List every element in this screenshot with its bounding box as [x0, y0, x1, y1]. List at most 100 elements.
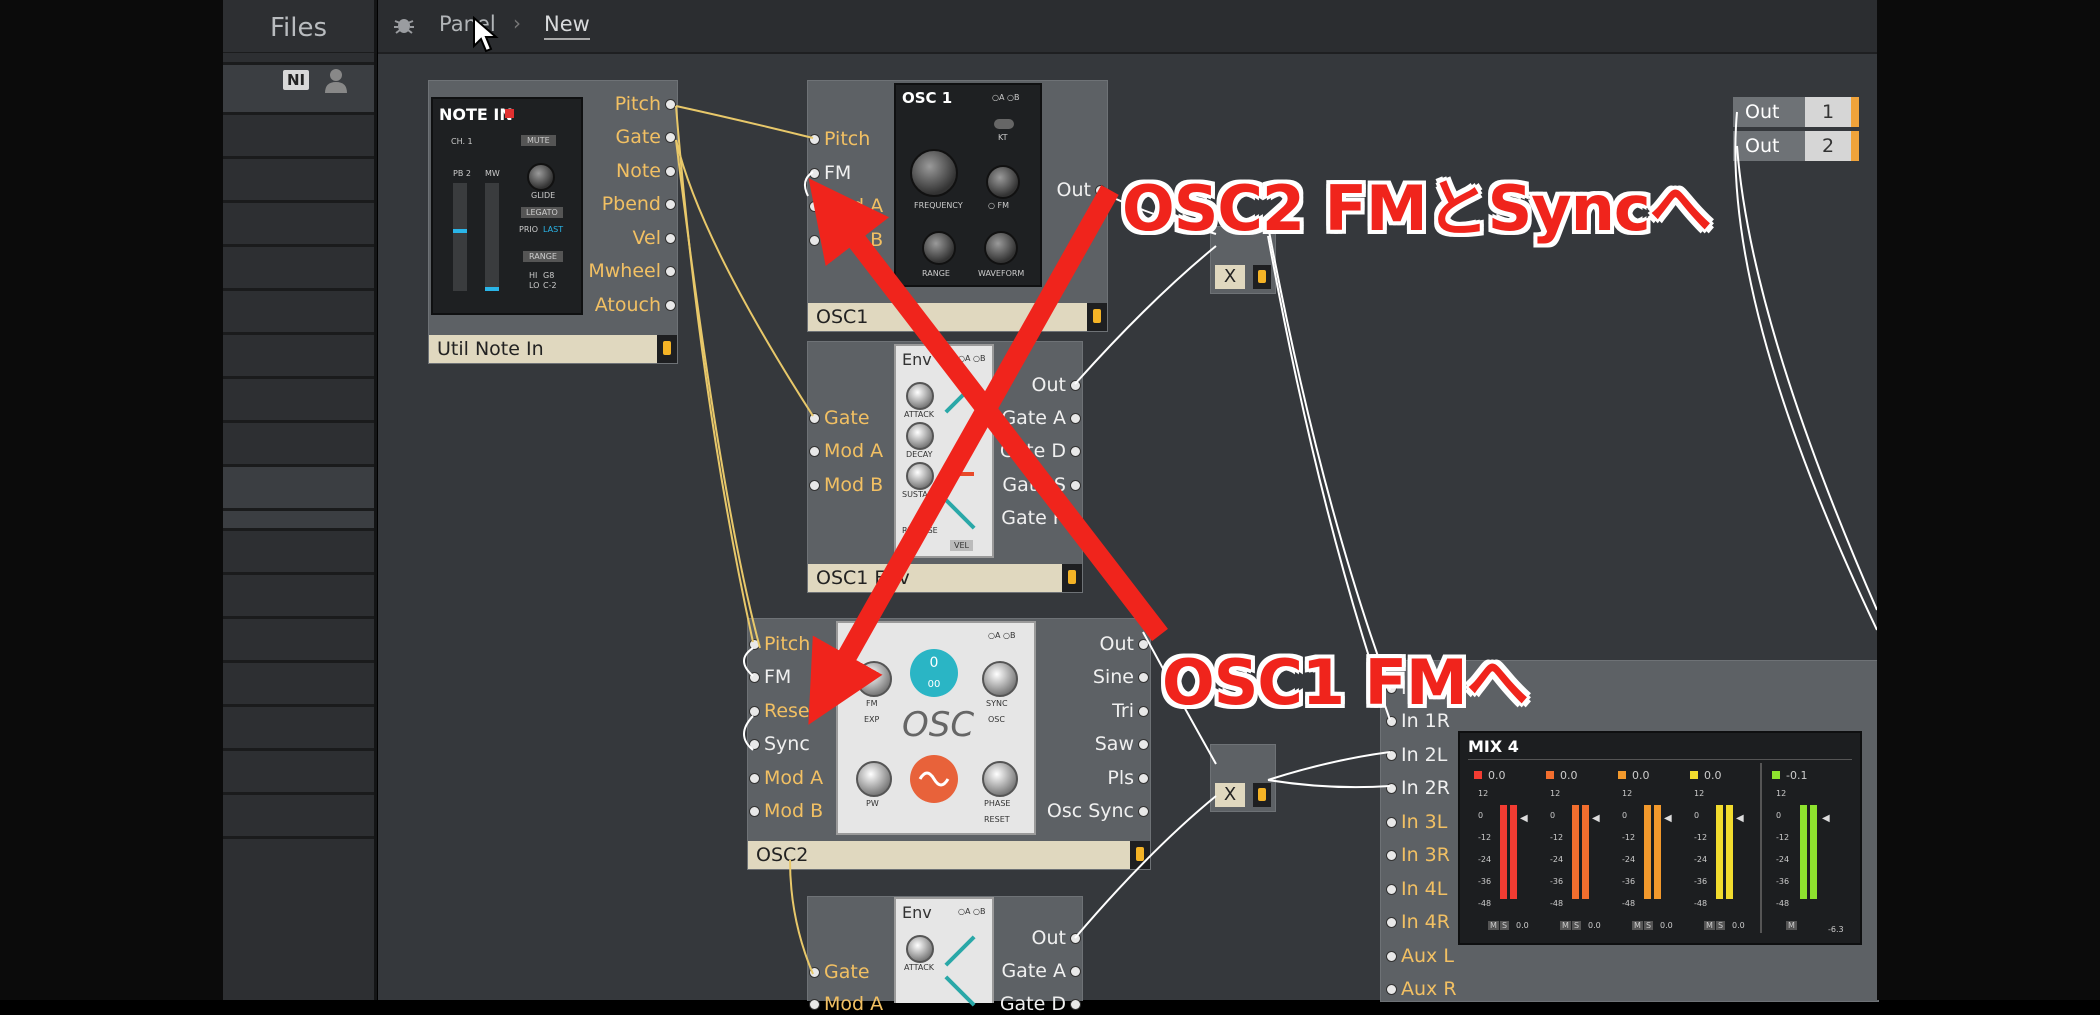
port-in-4l[interactable]: In 4L	[1386, 878, 1447, 900]
mixer-module[interactable]: In 1L In 1R In 2L In 2R In 3L In 3R In 4…	[1380, 660, 1879, 1002]
port-aux-l[interactable]: Aux L	[1386, 945, 1454, 967]
port-sync-in[interactable]: Sync	[749, 733, 810, 755]
fader-handle[interactable]: ◀	[1664, 813, 1672, 824]
solo-button[interactable]: S	[1716, 921, 1726, 930]
module-menu-tab[interactable]	[1851, 97, 1859, 127]
master-strip[interactable]: -0.1 12 0 -12 -24 -36 -48 ◀ M -6.3	[1772, 769, 1852, 939]
port-sine[interactable]: Sine	[1093, 666, 1149, 688]
sidebar-row[interactable]	[223, 619, 374, 663]
module-menu-tab[interactable]	[1253, 265, 1271, 289]
module-menu-tab[interactable]	[1130, 841, 1150, 869]
port-aux-r[interactable]: Aux R	[1386, 978, 1457, 1000]
sidebar-row[interactable]	[223, 663, 374, 707]
channel-strip-4[interactable]: 0.0 12 0 -12 -24 -36 -48 ◀ M S 0.0	[1690, 769, 1750, 939]
port-out[interactable]: Out	[1057, 179, 1106, 201]
port-gate-a[interactable]: Gate A	[1001, 407, 1081, 429]
port-tri[interactable]: Tri	[1112, 700, 1149, 722]
port-fm-in[interactable]: FM	[749, 666, 791, 688]
sidebar-row[interactable]	[223, 159, 374, 203]
port-in-3l[interactable]: In 3L	[1386, 811, 1447, 833]
port-note-out[interactable]: Note	[616, 160, 676, 182]
module-name-field[interactable]: OSC1 Env	[808, 564, 1082, 592]
port-pitch-out[interactable]: Pitch	[615, 93, 676, 115]
port-gate-s[interactable]: Gate S	[1002, 474, 1081, 496]
fader-handle[interactable]: ◀	[1736, 813, 1744, 824]
sidebar-row[interactable]	[223, 115, 374, 159]
sidebar-row[interactable]	[223, 575, 374, 619]
audio-out-2[interactable]: Out 2	[1733, 131, 1859, 161]
port-pitch-in[interactable]: Pitch	[749, 633, 810, 655]
port-gate-d[interactable]: Gate D	[1000, 993, 1081, 1015]
frequency-knob[interactable]	[910, 149, 958, 197]
kt-toggle[interactable]	[994, 119, 1014, 129]
decay-knob[interactable]	[906, 422, 934, 450]
sidebar-row[interactable]	[223, 379, 374, 423]
mute-button[interactable]: MUTE	[521, 135, 556, 146]
port-moda-in[interactable]: Mod A	[809, 440, 883, 462]
module-menu-tab[interactable]	[1851, 131, 1859, 161]
module-name-field[interactable]: X	[1215, 265, 1245, 289]
solo-button[interactable]: S	[1572, 921, 1582, 930]
osc2-env-module[interactable]: Env ○A ○B ATTACK Gate Mod A Out Gate A G…	[807, 896, 1083, 1015]
port-reset-in[interactable]: Reset	[749, 700, 817, 722]
port-out[interactable]: Out	[1032, 374, 1081, 396]
ab-indicators[interactable]: ○A ○B	[958, 907, 986, 916]
sync-knob[interactable]	[982, 661, 1018, 697]
range-knob[interactable]	[922, 231, 956, 265]
breadcrumb-new[interactable]: New	[544, 12, 590, 40]
multiply-module[interactable]: X	[1210, 744, 1276, 812]
fader-handle[interactable]: ◀	[1822, 813, 1830, 824]
port-in-4r[interactable]: In 4R	[1386, 911, 1450, 933]
phase-knob[interactable]	[982, 761, 1018, 797]
port-atouch-out[interactable]: Atouch	[595, 294, 676, 316]
note-in-module[interactable]: NOTE IN CH. 1 MUTE PB 2 MW GLIDE LEGATO …	[428, 80, 678, 364]
glide-knob[interactable]	[527, 163, 555, 191]
user-icon[interactable]	[323, 66, 349, 94]
module-name-field[interactable]: X	[1215, 783, 1245, 807]
module-menu-tab[interactable]	[1253, 783, 1271, 807]
sustain-knob[interactable]	[906, 462, 934, 490]
sidebar-row[interactable]	[223, 291, 374, 335]
osc1-module[interactable]: OSC 1 ○A ○B KT FREQUENCY ○ FM RANGE WAVE…	[807, 80, 1108, 332]
fader-handle[interactable]: ◀	[1592, 813, 1600, 824]
osc1-env-module[interactable]: Env ○A ○B ATTACK DECAY SUSTAIN RELEASE V…	[807, 341, 1083, 593]
audio-out-1[interactable]: Out 1	[1733, 97, 1859, 127]
sidebar-row[interactable]	[223, 795, 374, 839]
port-moda-in[interactable]: Mod A	[809, 195, 883, 217]
port-modb-in[interactable]: Mod B	[809, 474, 883, 496]
module-name-field[interactable]: OSC2	[748, 841, 1150, 869]
bug-icon[interactable]	[392, 13, 416, 37]
sidebar-row[interactable]	[223, 467, 374, 511]
sidebar-row[interactable]	[223, 247, 374, 291]
sidebar-row[interactable]	[223, 335, 374, 379]
port-gate-d[interactable]: Gate D	[1000, 440, 1081, 462]
port-pbend-out[interactable]: Pbend	[602, 193, 676, 215]
mute-button[interactable]: M	[1704, 921, 1715, 930]
port-out[interactable]: Out	[1032, 927, 1081, 949]
sidebar-row[interactable]	[223, 531, 374, 575]
range-button[interactable]: RANGE	[523, 251, 563, 262]
multiply-module[interactable]: X	[1210, 226, 1276, 294]
sidebar-row[interactable]	[223, 751, 374, 795]
vel-button[interactable]: VEL	[950, 540, 973, 551]
module-name-field[interactable]: OSC1	[808, 303, 1107, 331]
port-in-2r[interactable]: In 2R	[1386, 777, 1450, 799]
port-in-2l[interactable]: In 2L	[1386, 744, 1447, 766]
ab-indicators[interactable]: ○A ○B	[992, 93, 1020, 102]
fm-knob[interactable]	[856, 661, 892, 697]
ab-indicators[interactable]: ○A ○B	[958, 354, 986, 363]
port-gate-in[interactable]: Gate	[809, 407, 870, 429]
port-gate-out[interactable]: Gate	[615, 126, 676, 148]
files-tab[interactable]: Files	[223, 0, 374, 53]
port-modb-in[interactable]: Mod B	[749, 800, 823, 822]
fm-knob[interactable]	[986, 165, 1020, 199]
attack-knob[interactable]	[906, 935, 934, 963]
module-menu-tab[interactable]	[1087, 303, 1107, 331]
port-in-3r[interactable]: In 3R	[1386, 844, 1450, 866]
port-gate-in[interactable]: Gate	[809, 961, 870, 983]
mute-button[interactable]: M	[1786, 921, 1797, 930]
module-menu-tab[interactable]	[657, 335, 677, 363]
port-gate-a[interactable]: Gate A	[1001, 960, 1081, 982]
